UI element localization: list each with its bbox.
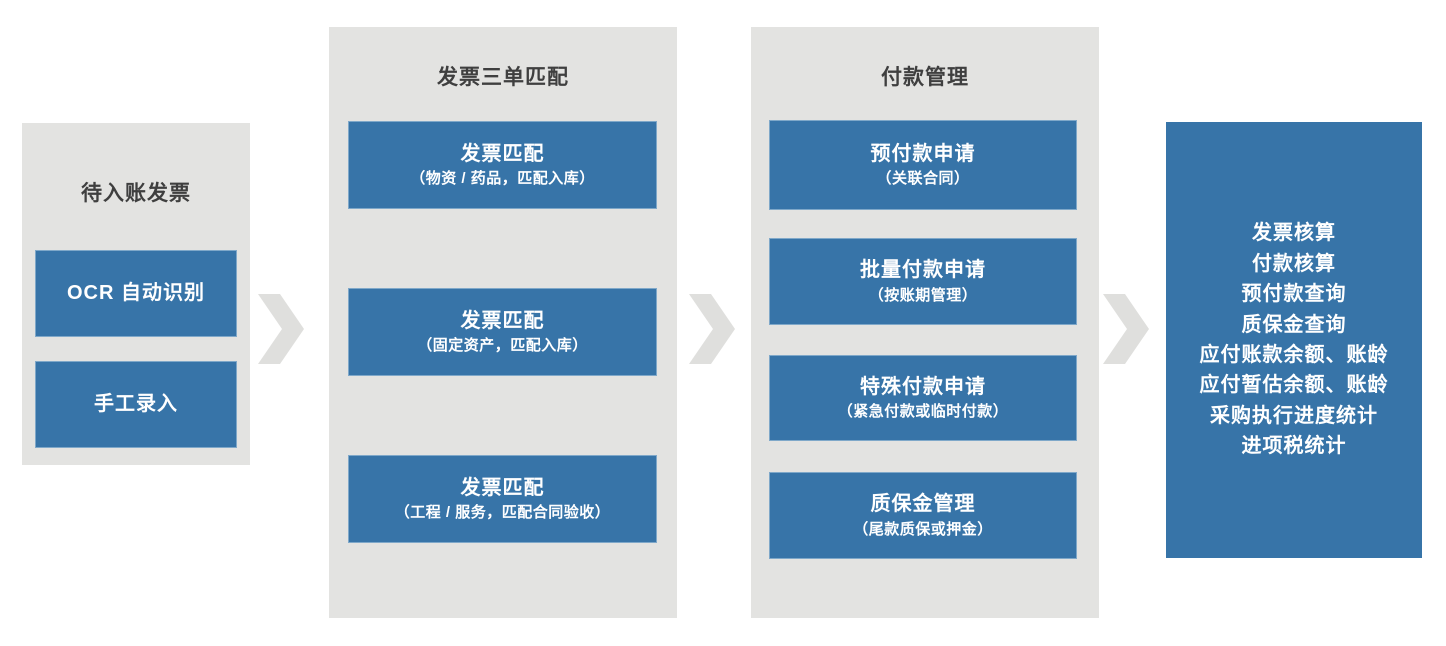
summary-item: 采购执行进度统计 (1210, 404, 1378, 427)
arrow-1-chevron-icon (258, 294, 304, 364)
summary-item: 进项税统计 (1241, 435, 1347, 458)
card-title: 预付款申请 (870, 142, 976, 165)
card-subtitle: （工程 / 服务，匹配合同验收） (394, 504, 611, 522)
stage-title-payment-management: 付款管理 (881, 66, 969, 89)
summary-item: 应付账款余额、账龄 (1199, 344, 1389, 366)
card-special-payment-request[interactable]: 特殊付款申请 （紧急付款或临时付款） (769, 355, 1077, 441)
card-subtitle: （固定资产，匹配入库） (417, 337, 588, 355)
card-invoice-match-services[interactable]: 发票匹配 （工程 / 服务，匹配合同验收） (348, 455, 657, 543)
card-prepayment-request[interactable]: 预付款申请 （关联合同） (769, 120, 1077, 210)
card-accounting-reporting[interactable]: 发票核算 付款核算 预付款查询 质保金查询 应付账款余额、账龄 应付暂估余额、账… (1166, 122, 1422, 558)
card-manual-entry[interactable]: 手工录入 (35, 361, 237, 448)
stage-title-three-way-match: 发票三单匹配 (437, 66, 569, 89)
arrow-2-chevron-icon (689, 294, 735, 364)
card-subtitle: （紧急付款或临时付款） (837, 403, 1009, 421)
card-title: 发票匹配 (460, 309, 545, 332)
summary-item: 质保金查询 (1241, 313, 1347, 336)
summary-item: 应付暂估余额、账龄 (1199, 374, 1389, 397)
card-invoice-match-goods[interactable]: 发票匹配 （物资 / 药品，匹配入库） (348, 121, 657, 209)
card-title: 批量付款申请 (860, 259, 986, 282)
card-batch-payment-request[interactable]: 批量付款申请 （按账期管理） (769, 238, 1077, 325)
card-title: 特殊付款申请 (860, 375, 986, 398)
card-title: 发票匹配 (460, 142, 545, 165)
card-subtitle: （物资 / 药品，匹配入库） (410, 170, 595, 188)
summary-item: 发票核算 (1252, 222, 1336, 245)
summary-item: 预付款查询 (1241, 283, 1347, 306)
card-ocr-recognition[interactable]: OCR 自动识别 (35, 250, 237, 337)
card-invoice-match-assets[interactable]: 发票匹配 （固定资产，匹配入库） (348, 288, 657, 376)
card-subtitle: （尾款质保或押金） (853, 520, 993, 538)
card-title: 手工录入 (94, 392, 178, 415)
card-subtitle: （关联合同） (876, 170, 970, 188)
summary-item: 付款核算 (1252, 252, 1336, 275)
card-title: 发票匹配 (460, 476, 545, 499)
card-subtitle: （按账期管理） (868, 286, 978, 304)
stage-title-pending-invoices: 待入账发票 (81, 182, 191, 205)
card-title: 质保金管理 (870, 493, 976, 516)
arrow-3-chevron-icon (1103, 294, 1149, 364)
card-retention-management[interactable]: 质保金管理 （尾款质保或押金） (769, 472, 1077, 559)
card-title: OCR 自动识别 (67, 281, 205, 304)
